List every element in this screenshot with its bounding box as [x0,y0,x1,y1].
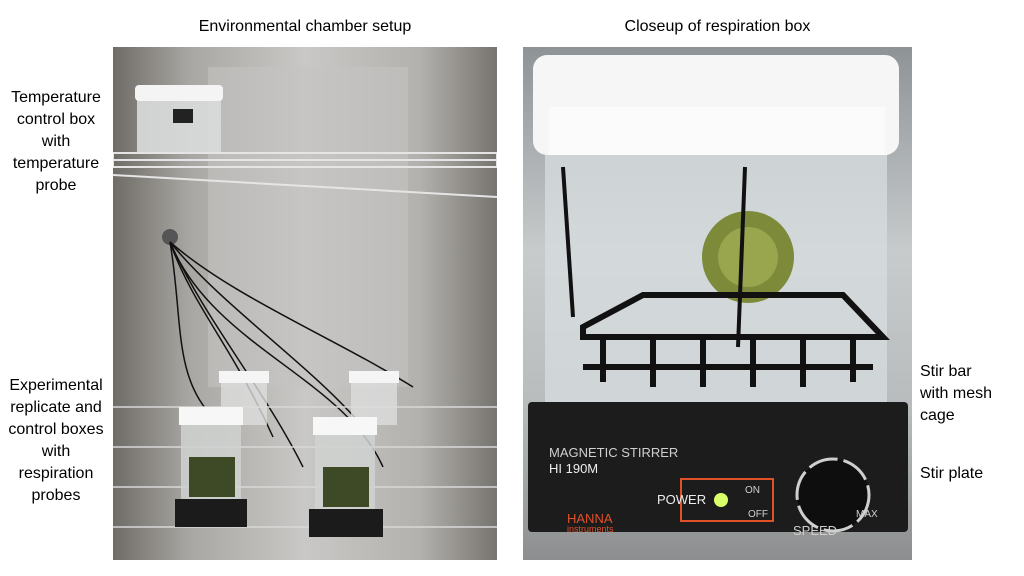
top-shelf [113,152,497,198]
speed-label: SPEED [793,523,838,538]
label-line: with mesh [920,385,993,402]
respiration-box-illustration [528,55,908,533]
stirrer-name: MAGNETIC STIRRER [549,445,679,460]
power-label: POWER [657,492,707,507]
label-line: Temperature [11,89,101,106]
label-line: temperature [12,155,100,172]
max-label: MAX [856,509,878,520]
environmental-chamber-photo [113,47,497,560]
label-line: probes [31,487,81,504]
label-experimental-boxes: Experimental replicate and control boxes… [0,375,112,507]
power-box [680,478,774,522]
bottom-shelf [113,406,497,528]
label-line: control box [16,111,96,128]
label-line: probe [35,177,77,194]
label-line: with [41,443,71,460]
label-line: control boxes [8,421,104,438]
left-panel-title: Environmental chamber setup [198,18,412,35]
label-stir-bar: Stir bar with mesh cage [920,361,992,427]
label-line: cage [920,407,955,424]
power-led [714,493,728,507]
right-panel-title: Closeup of respiration box [624,18,811,35]
chamber-illustration [113,67,497,537]
temperature-control-box [135,85,223,152]
label-line: replicate and [10,399,102,416]
label-temperature-box: Temperature control box with temperature… [0,87,112,197]
on-label: ON [745,485,760,496]
off-label: OFF [748,509,768,520]
label-line: with [41,133,71,150]
label-line: respiration [18,465,94,482]
label-stir-plate: Stir plate [920,465,984,482]
brand-sub: instruments [567,524,614,534]
mesh-cage [561,166,890,387]
sea-urchin [702,211,794,303]
stirrer-model: HI 190M [549,461,599,476]
respiration-box-photo: MAGNETIC STIRRER HI 190M POWER ON OFF MA… [523,47,912,560]
speed-knob [795,457,871,533]
label-line: Experimental [9,377,103,394]
label-line: Stir bar [920,363,972,380]
experimental-boxes [175,371,399,537]
brand-logo: HANNA [567,511,613,526]
